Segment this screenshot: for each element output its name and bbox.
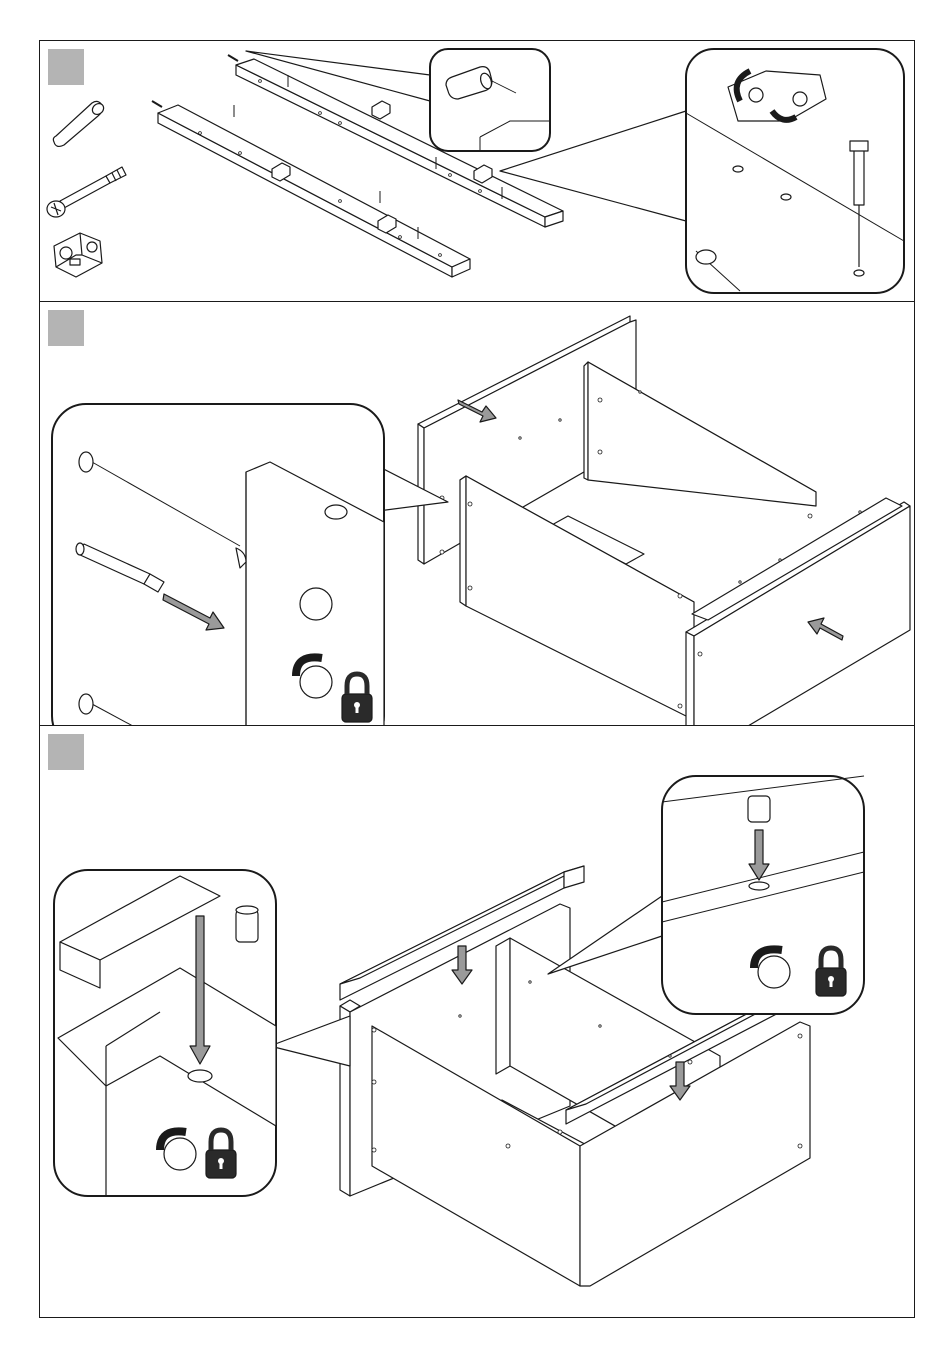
cabinet-back-panel — [584, 362, 816, 506]
zoom-detail-connector — [500, 49, 904, 293]
step-3-illustration — [40, 726, 914, 1319]
step-1-illustration — [40, 41, 914, 301]
step-1-panel — [40, 41, 914, 301]
zoom-detail-right — [548, 776, 864, 1014]
step-3-panel — [40, 725, 914, 1319]
cam-bolt-icon — [47, 167, 126, 217]
rail-front — [158, 105, 470, 277]
cam-lock-connector-icon — [54, 233, 102, 277]
zoom-detail-left — [54, 870, 350, 1196]
step-2-panel — [40, 301, 914, 725]
zoom-detail-cam-lock — [52, 404, 448, 725]
cabinet-front-panel — [460, 476, 694, 720]
step-2-illustration — [40, 302, 914, 725]
dowel-icon — [53, 101, 105, 146]
assembly-instruction-page — [39, 40, 915, 1318]
